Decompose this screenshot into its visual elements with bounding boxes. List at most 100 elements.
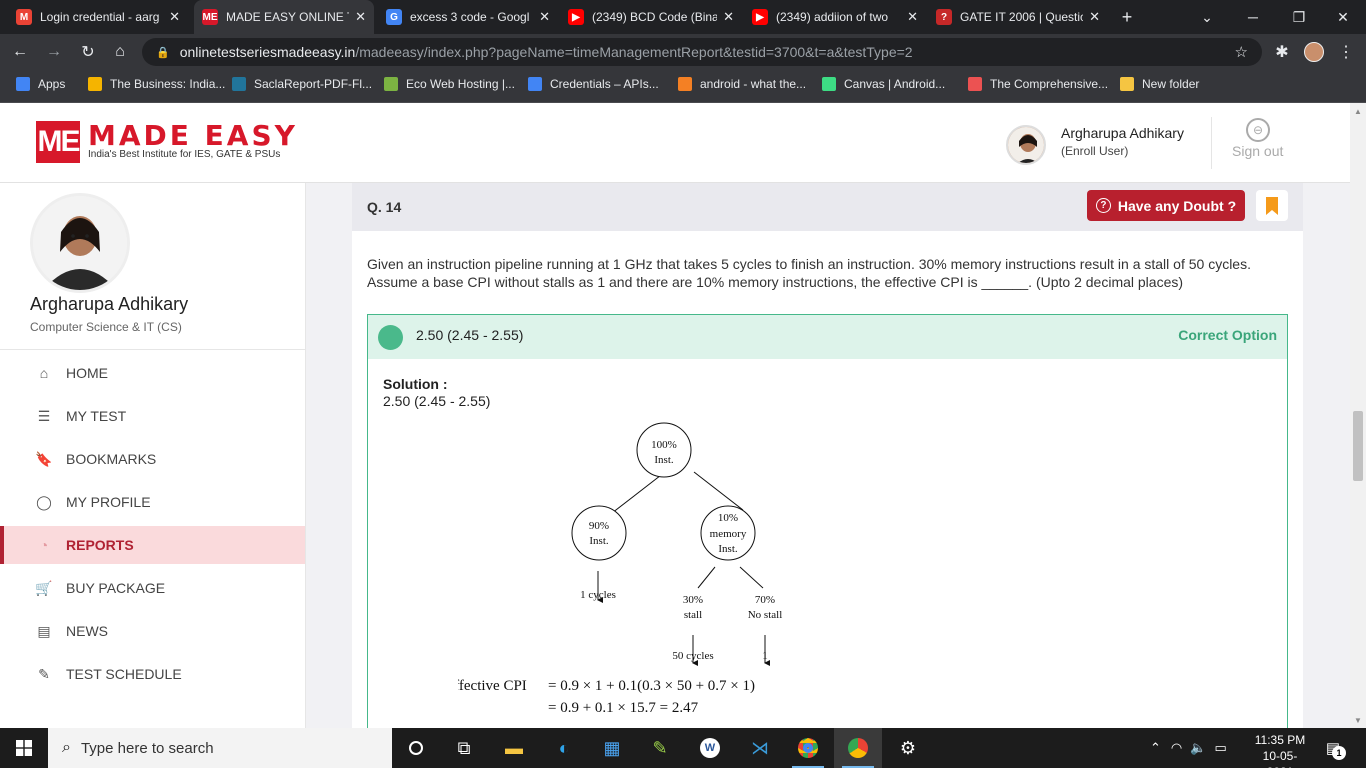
- solution-value: 2.50 (2.45 - 2.55): [383, 393, 491, 409]
- sidebar: Argharupa Adhikary Computer Science & IT…: [0, 183, 306, 728]
- tab-close-icon[interactable]: ✕: [907, 9, 918, 24]
- back-icon[interactable]: ←: [12, 43, 28, 60]
- sidebar-item-buy-package[interactable]: 🛒BUY PACKAGE: [0, 569, 305, 607]
- sidebar-user-name: Argharupa Adhikary: [30, 294, 189, 314]
- android-icon: [822, 77, 836, 91]
- new-tab-button[interactable]: +: [1121, 6, 1133, 27]
- bookmark-item-1[interactable]: Apps: [16, 77, 65, 91]
- notification-center-icon[interactable]: ▤1: [1318, 736, 1348, 760]
- forward-icon[interactable]: →: [46, 43, 62, 60]
- bookmark-item-4[interactable]: Eco Web Hosting |...: [384, 77, 515, 91]
- tray-chevron-up-icon[interactable]: ⌃: [1150, 740, 1161, 755]
- extensions-icon[interactable]: ✱: [1275, 44, 1289, 61]
- tab-title: (2349) addiion of two: [776, 10, 889, 24]
- sidebar-item-news[interactable]: ▤NEWS: [0, 612, 305, 650]
- browser-tab-4[interactable]: ▶(2349) BCD Code (Bina✕: [560, 0, 742, 34]
- bookmark-label: The Comprehensive...: [990, 77, 1109, 91]
- bookmark-item-7[interactable]: Canvas | Android...: [822, 77, 945, 91]
- browser-menu-icon[interactable]: ⋮: [1338, 44, 1354, 61]
- chrome-profile-icon[interactable]: [834, 728, 882, 768]
- file-explorer-icon[interactable]: ▬: [505, 737, 523, 758]
- sidebar-item-reports[interactable]: ◔REPORTS: [0, 526, 305, 564]
- scroll-thumb[interactable]: [1353, 411, 1363, 481]
- taskbar-search-input[interactable]: ⌕ Type here to search: [48, 728, 392, 768]
- tree-root-label: Inst.: [654, 454, 674, 466]
- madeeasy-logo-mark[interactable]: ME: [36, 121, 81, 163]
- tree-root-pct: 100%: [651, 439, 677, 451]
- bookmark-item-3[interactable]: SaclaReport-PDF-Fl...: [232, 77, 372, 91]
- wifi-icon[interactable]: ◠: [1170, 740, 1183, 755]
- signout-icon[interactable]: ⊖: [1246, 118, 1270, 142]
- reload-icon[interactable]: ↻: [81, 44, 95, 61]
- close-window-icon[interactable]: ✕: [1337, 8, 1349, 25]
- tree-left-label: Inst.: [589, 535, 609, 547]
- scroll-down-arrow-icon[interactable]: ▼: [1354, 715, 1362, 725]
- store-icon[interactable]: ▦: [603, 737, 621, 758]
- question-text-line-2: Assume a base CPI without stalls as 1 an…: [367, 274, 1184, 290]
- sidebar-item-bookmarks[interactable]: 🔖BOOKMARKS: [0, 440, 305, 478]
- youtube-icon: ▶: [568, 9, 584, 25]
- tab-title: GATE IT 2006 | Questic: [960, 10, 1084, 24]
- sidebar-item-test-schedule[interactable]: ✎TEST SCHEDULE: [0, 655, 305, 693]
- bookmark-item-9[interactable]: New folder: [1120, 77, 1199, 91]
- sidebar-item-my-test[interactable]: ☰MY TEST: [0, 397, 305, 435]
- equation-line-1: = 0.9 × 1 + 0.1(0.3 × 50 + 0.7 × 1): [548, 678, 755, 694]
- battery-icon[interactable]: ▭: [1214, 740, 1227, 755]
- tab-close-icon[interactable]: ✕: [723, 9, 734, 24]
- tree-stall-label: stall: [684, 609, 702, 621]
- correct-option-label: Correct Option: [1178, 327, 1277, 343]
- vscode-icon[interactable]: ⋊: [751, 737, 769, 758]
- volume-icon[interactable]: 🔈: [1190, 740, 1207, 755]
- paint-icon[interactable]: ✎: [652, 737, 668, 758]
- url-input[interactable]: 🔒 onlinetestseriesmadeeasy.in/madeeasy/i…: [142, 38, 1262, 66]
- browser-tab-6[interactable]: ?GATE IT 2006 | Questic✕: [928, 0, 1108, 34]
- tab-close-icon[interactable]: ✕: [169, 9, 180, 24]
- bookmark-item-5[interactable]: Credentials – APIs...: [528, 77, 659, 91]
- bookmark-item-6[interactable]: android - what the...: [678, 77, 806, 91]
- star-bookmark-icon[interactable]: ☆: [1234, 44, 1248, 61]
- tab-close-icon[interactable]: ✕: [539, 9, 550, 24]
- tab-title: MADE EASY ONLINE T: [226, 10, 350, 24]
- page-scrollbar[interactable]: ▲ ▼: [1350, 103, 1366, 728]
- home-browser-icon[interactable]: ⌂: [115, 43, 125, 60]
- sidebar-item-home[interactable]: ⌂HOME: [0, 354, 305, 392]
- taskbar-clock[interactable]: 11:35 PM 10-05-2021: [1250, 732, 1310, 768]
- sidebar-item-label: MY PROFILE: [66, 494, 151, 510]
- minimize-icon[interactable]: ─: [1248, 9, 1258, 25]
- tab-close-icon[interactable]: ✕: [355, 9, 366, 24]
- browser-tab-5[interactable]: ▶(2349) addiion of two✕: [744, 0, 926, 34]
- bookmark-item-2[interactable]: The Business: India...: [88, 77, 225, 91]
- restore-icon[interactable]: ❐: [1292, 8, 1306, 25]
- header-avatar[interactable]: [1006, 125, 1046, 165]
- word-icon[interactable]: W: [686, 728, 734, 768]
- doubt-label: Have any Doubt ?: [1117, 197, 1237, 214]
- bookmark-label: Canvas | Android...: [844, 77, 946, 91]
- profile-avatar[interactable]: [1302, 40, 1326, 64]
- have-doubt-button[interactable]: ? Have any Doubt ?: [1087, 190, 1245, 221]
- cortana-icon[interactable]: [392, 728, 440, 768]
- bookmark-item-8[interactable]: The Comprehensive...: [968, 77, 1108, 91]
- tab-close-icon[interactable]: ✕: [1089, 9, 1100, 24]
- tree-nostall-pct: 70%: [755, 594, 775, 606]
- clock-time: 11:35 PM: [1254, 733, 1306, 747]
- chrome-icon[interactable]: [784, 728, 832, 768]
- task-view-icon[interactable]: ⧉: [457, 737, 471, 758]
- windows-start-button[interactable]: [0, 728, 48, 768]
- edge-icon[interactable]: ◐: [558, 737, 570, 758]
- header-divider: [1211, 117, 1212, 169]
- windows-logo-icon: [16, 740, 32, 756]
- settings-gear-icon[interactable]: ⚙: [899, 737, 917, 758]
- madeeasy-logo-text[interactable]: MADE EASY: [88, 119, 298, 152]
- cart-icon: 🛒: [35, 579, 53, 596]
- signout-button[interactable]: Sign out: [1232, 143, 1284, 159]
- sidebar-item-my-profile[interactable]: ◯ MY PROFILE: [0, 483, 305, 521]
- lock-icon[interactable]: 🔒: [156, 46, 170, 59]
- question-bookmark-button[interactable]: [1256, 190, 1288, 221]
- tab-search-icon[interactable]: ⌄: [1201, 8, 1213, 25]
- user-icon: ◯: [36, 493, 52, 510]
- tree-node-left: [571, 505, 627, 561]
- scroll-up-arrow-icon[interactable]: ▲: [1354, 106, 1362, 116]
